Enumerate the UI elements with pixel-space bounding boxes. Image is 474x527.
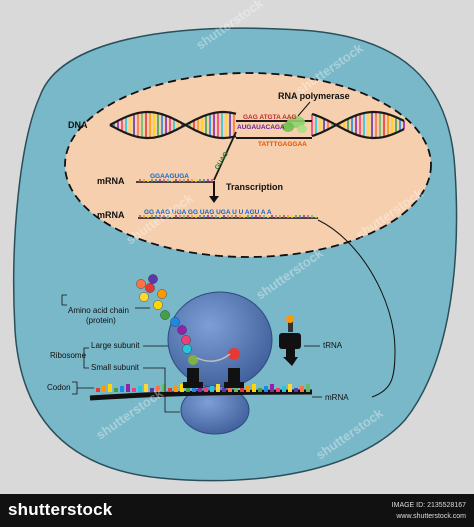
codon-base: [120, 386, 124, 392]
footer-site: www.shutterstock.com: [396, 513, 466, 520]
dna-backbone: [311, 112, 405, 140]
transcription-translation-diagram: GAG ATGTA AAG AUGAUACAGA TATTTGAGGAA GUA…: [12, 0, 458, 482]
dna-top-strand-seq: GAG ATGTA AAG: [243, 114, 297, 121]
small-subunit-pointer: [143, 367, 180, 413]
full-mrna-seq: GG AAG UGA GG UAG UGA U U AGU A A: [144, 209, 272, 216]
peptide-bond-link: [196, 353, 231, 362]
codon-base: [300, 386, 304, 392]
amino-acid-bead: [181, 335, 191, 345]
dna-bottom-strand-seq: TATTTGAGGAA: [258, 141, 307, 148]
codon-base: [288, 384, 292, 392]
codon-base: [276, 388, 280, 392]
amino-acid-chain: [136, 274, 192, 354]
codon-base: [228, 386, 232, 392]
amino-acid-bracket: [61, 294, 67, 306]
codon-label: Codon: [47, 383, 71, 392]
amino-acid-bead: [145, 283, 155, 293]
codon-base: [114, 388, 118, 392]
rna-polymerase-label: RNA polymerase: [278, 91, 350, 101]
dna-backbone: [311, 110, 405, 138]
amino-acid-bead: [170, 317, 180, 327]
codon-base: [192, 386, 196, 392]
ribosome-bracket: [83, 347, 89, 369]
codon-base: [210, 386, 214, 392]
dna-double-helix: [109, 110, 405, 181]
dna-top-strand-seq-2: AUGAUACAGA: [237, 124, 285, 131]
rna-polymerase-pointer: [297, 101, 311, 117]
dna-label: DNA: [68, 120, 88, 130]
codon-base: [132, 388, 136, 392]
footer-image-id: IMAGE ID: 2135528167: [391, 502, 466, 509]
cytoplasm-mrna-strand: [89, 389, 312, 401]
mrna-export-path: [317, 219, 396, 398]
partial-mrna-bases: [139, 179, 213, 182]
codon-base: [174, 386, 178, 392]
codon-base: [240, 388, 244, 392]
nascent-rna-strand: [213, 131, 237, 181]
codon-base: [168, 388, 172, 392]
mrna-top-label: mRNA: [97, 176, 125, 186]
dna-backbone: [109, 110, 237, 140]
transcription-arrow: [209, 181, 219, 203]
codon-base: [222, 388, 226, 392]
trna-in-ribosome-2: [224, 348, 244, 388]
amino-acid-bead: [160, 310, 170, 320]
codon-base: [306, 384, 310, 392]
footer-bar: shutterstock IMAGE ID: 2135528167 www.sh…: [0, 494, 474, 527]
codon-base: [102, 386, 106, 392]
amino-acid-bead: [136, 279, 146, 289]
rna-polymerase: [282, 116, 307, 133]
codon-base: [186, 388, 190, 392]
mrna-bottom-label: mRNA: [325, 393, 349, 402]
trna-in-ribosome-1: [183, 355, 203, 388]
amino-acid-bead: [177, 325, 187, 335]
codon-base: [108, 384, 112, 392]
codon-base: [138, 386, 142, 392]
amino-acid-chain-label: Amino acid chain (protein): [68, 306, 131, 325]
codon-base: [246, 386, 250, 392]
amino-acid-bead: [139, 292, 149, 302]
codon-base: [144, 384, 148, 392]
ribosome-small-subunit: [180, 385, 250, 435]
amino-acid-bead: [153, 300, 163, 310]
codon-base: [270, 384, 274, 392]
codon-base: [126, 384, 130, 392]
amino-acid-bead: [182, 344, 192, 354]
transcription-label: Transcription: [226, 182, 283, 192]
mrna-mid-label: mRNA: [97, 210, 125, 220]
footer-brand: shutterstock: [8, 500, 113, 519]
codon-base: [252, 384, 256, 392]
large-subunit-label: Large subunit: [91, 341, 140, 350]
small-subunit-label: Small subunit: [91, 363, 140, 372]
codon-base: [156, 386, 160, 392]
nucleus: [64, 72, 432, 258]
amino-acid-bead: [157, 289, 167, 299]
codon-base: [204, 388, 208, 392]
codon-base: [180, 384, 184, 392]
codon-base: [150, 388, 154, 392]
dna-backbone: [109, 110, 237, 140]
codon-base: [294, 388, 298, 392]
free-trna: [279, 315, 301, 366]
partial-mrna-seq: GGAAGUGA: [150, 173, 189, 180]
ribosome-label: Ribosome: [50, 351, 87, 360]
mrna-codon-bases: [96, 384, 310, 392]
amino-acid-bead: [148, 274, 158, 284]
codon-base: [282, 386, 286, 392]
trna-label: tRNA: [323, 341, 343, 350]
full-mrna-bases: [139, 215, 317, 218]
codon-base: [216, 384, 220, 392]
codon-base: [258, 388, 262, 392]
codon-base: [264, 386, 268, 392]
codon-base: [96, 388, 100, 392]
codon-base: [162, 384, 166, 392]
